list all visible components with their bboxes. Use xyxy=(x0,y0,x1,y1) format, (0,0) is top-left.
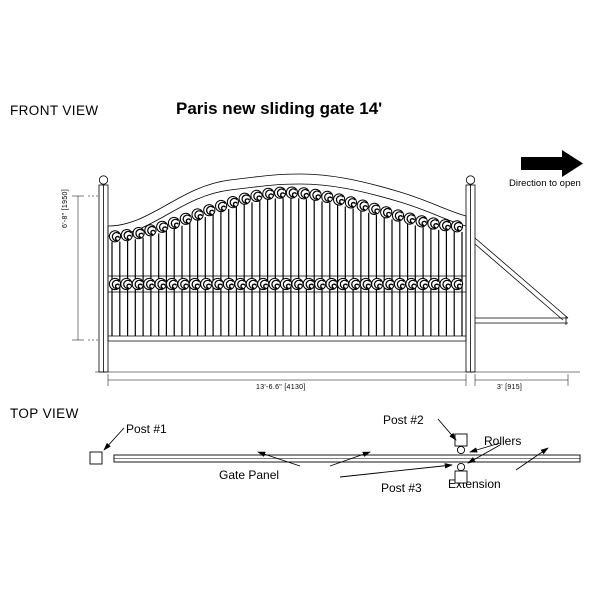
gate-frame xyxy=(107,173,467,342)
scroll-ornament xyxy=(200,277,213,291)
scroll-ornament xyxy=(371,277,384,291)
top-view-drawing xyxy=(89,418,581,484)
scroll-ornament xyxy=(245,277,258,291)
scroll-ornament xyxy=(156,220,169,233)
gate-panel-label: Gate Panel xyxy=(219,468,280,482)
scroll-ornament xyxy=(211,277,224,291)
front-view-drawing xyxy=(72,173,580,386)
dimension-height xyxy=(72,195,100,341)
scroll-ornament xyxy=(167,216,181,230)
top-view-label: TOP VIEW xyxy=(10,406,79,421)
scroll-ornament xyxy=(222,277,236,291)
leader-lines xyxy=(103,418,549,478)
scroll-ornament xyxy=(143,277,156,291)
scroll-ornament xyxy=(108,230,122,243)
right-post xyxy=(465,175,476,373)
scroll-ornament xyxy=(154,277,167,291)
scroll-ornament xyxy=(333,193,346,206)
scroll-ornament xyxy=(179,212,192,225)
scroll-ornament xyxy=(439,219,452,232)
scroll-ornament xyxy=(274,186,287,199)
scroll-ornament xyxy=(108,277,122,291)
scroll-ornament xyxy=(132,227,145,240)
scroll-ornament xyxy=(356,199,369,212)
rollers-label: Rollers xyxy=(484,434,522,448)
scroll-ornament xyxy=(382,277,395,291)
dimension-panel-width xyxy=(107,374,467,386)
roller-lower xyxy=(456,462,466,472)
dimension-extension-width xyxy=(474,374,569,386)
scroll-ornament xyxy=(234,277,247,291)
scroll-ornament xyxy=(391,209,405,222)
scroll-ornament xyxy=(268,277,281,291)
post-2-label: Post #2 xyxy=(383,413,424,427)
scroll-ornament xyxy=(428,277,441,291)
top-scroll-ornament-group xyxy=(108,186,464,243)
scroll-ornament xyxy=(368,202,381,215)
scroll-ornament xyxy=(450,277,464,291)
gate-panel-rail xyxy=(113,454,581,463)
scroll-ornament xyxy=(415,215,428,228)
scroll-ornament xyxy=(336,277,350,291)
mid-scroll-ornament-group xyxy=(108,277,464,291)
scroll-ornament xyxy=(250,189,263,202)
right-arrow-icon xyxy=(521,150,583,177)
scroll-ornament xyxy=(191,208,204,221)
scroll-ornament xyxy=(321,190,334,203)
post-3-label: Post #3 xyxy=(381,481,422,495)
scroll-ornament xyxy=(279,277,293,291)
scroll-ornament xyxy=(344,196,357,209)
scroll-ornament xyxy=(416,277,429,291)
scroll-ornament xyxy=(302,277,315,291)
post-2-square xyxy=(454,433,468,447)
scroll-ornament xyxy=(325,277,338,291)
scroll-ornament xyxy=(188,277,201,291)
post-1-label: Post #1 xyxy=(126,422,167,436)
post-3-square xyxy=(454,470,468,484)
scroll-ornament xyxy=(393,277,407,291)
scroll-ornament xyxy=(348,277,361,291)
scroll-ornament xyxy=(177,277,190,291)
scroll-ornament xyxy=(131,277,144,291)
scroll-ornament xyxy=(120,229,133,242)
direction-to-open-label: Direction to open xyxy=(509,178,581,189)
scroll-ornament xyxy=(450,220,464,233)
scroll-ornament xyxy=(144,224,157,237)
front-view-label: FRONT VIEW xyxy=(10,103,99,118)
page-title: Paris new sliding gate 14' xyxy=(176,99,383,118)
scroll-ornament xyxy=(262,187,275,200)
post-1-square xyxy=(89,451,103,465)
left-post xyxy=(98,175,109,373)
scroll-ornament xyxy=(427,217,440,230)
scroll-ornament xyxy=(203,204,216,217)
scroll-ornament xyxy=(215,199,228,213)
scroll-ornament xyxy=(309,188,322,201)
scroll-ornament xyxy=(291,277,304,291)
scroll-ornament xyxy=(359,277,372,291)
scroll-ornament xyxy=(297,187,310,200)
scroll-ornament xyxy=(439,277,452,291)
scroll-ornament xyxy=(314,277,327,291)
dimension-panel-width-text: 13'-6.6" [4130] xyxy=(256,384,306,391)
scroll-ornament xyxy=(120,277,133,291)
scroll-ornament xyxy=(405,277,418,291)
scroll-ornament xyxy=(285,186,298,199)
scroll-ornament xyxy=(238,192,251,205)
scroll-ornament xyxy=(403,212,416,225)
scroll-ornament xyxy=(380,206,393,219)
roller-upper xyxy=(456,445,466,455)
scroll-ornament xyxy=(226,196,239,209)
extension-frame xyxy=(474,237,569,325)
scroll-ornament xyxy=(165,277,179,291)
scroll-ornament xyxy=(257,277,270,291)
dimension-extension-width-text: 3' [915] xyxy=(497,384,523,391)
